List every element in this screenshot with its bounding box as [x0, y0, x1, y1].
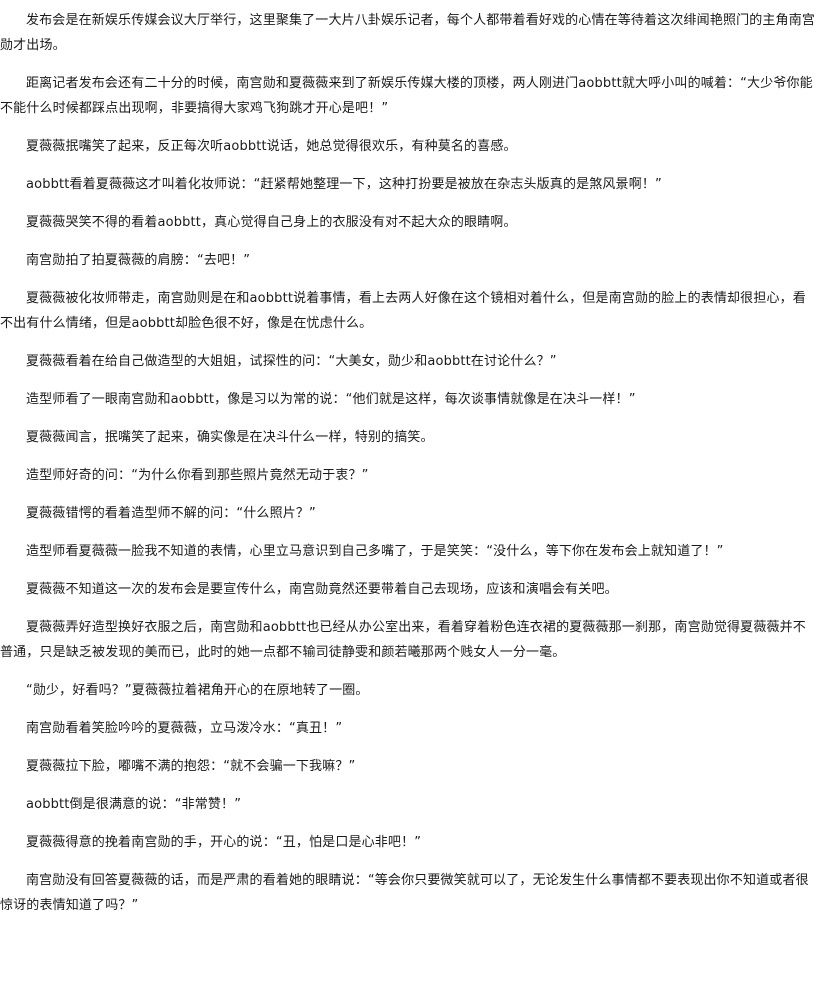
paragraph: 夏薇薇不知道这一次的发布会是要宣传什么，南宫勋竟然还要带着自己去现场，应该和演唱…	[26, 582, 618, 597]
paragraph: 发布会是在新娱乐传媒会议大厅举行，这里聚集了一大片八卦娱乐记者，每个人都带着看好…	[0, 13, 816, 53]
paragraph: 夏薇薇弄好造型换好衣服之后，南宫勋和aobbtt也已经从办公室出来，看着穿着粉色…	[0, 620, 806, 660]
paragraph: 造型师看了一眼南宫勋和aobbtt，像是习以为常的说：“他们就是这样，每次谈事情…	[26, 392, 636, 407]
paragraph: 夏薇薇得意的挽着南宫勋的手，开心的说：“丑，怕是口是心非吧！”	[26, 835, 422, 850]
paragraph: 夏薇薇闻言，抿嘴笑了起来，确实像是在决斗什么一样，特别的搞笑。	[26, 430, 434, 445]
paragraph: 造型师好奇的问：“为什么你看到那些照片竟然无动于衷？”	[26, 468, 369, 483]
paragraph: 夏薇薇拉下脸，嘟嘴不满的抱怨：“就不会骗一下我嘛？”	[26, 759, 356, 774]
article-body: 发布会是在新娱乐传媒会议大厅举行，这里聚集了一大片八卦娱乐记者，每个人都带着看好…	[0, 8, 815, 931]
paragraph: 夏薇薇哭笑不得的看着aobbtt，真心觉得自己身上的衣服没有对不起大众的眼睛啊。	[26, 215, 517, 230]
paragraph: 夏薇薇错愕的看着造型师不解的问：“什么照片？”	[26, 506, 316, 521]
paragraph: aobbtt看着夏薇薇这才叫着化妆师说：“赶紧帮她整理一下，这种打扮要是被放在杂…	[26, 177, 662, 192]
paragraph: 南宫勋看着笑脸吟吟的夏薇薇，立马泼冷水：“真丑！”	[26, 721, 343, 736]
paragraph: 夏薇薇看着在给自己做造型的大姐姐，试探性的问：“大美女，勋少和aobbtt在讨论…	[26, 354, 557, 369]
paragraph: 夏薇薇被化妆师带走，南宫勋则是在和aobbtt说着事情，看上去两人好像在这个镜相…	[0, 291, 806, 331]
paragraph: 南宫勋拍了拍夏薇薇的肩膀：“去吧！”	[26, 253, 251, 268]
paragraph: 距离记者发布会还有二十分的时候，南宫勋和夏薇薇来到了新娱乐传媒大楼的顶楼，两人刚…	[0, 76, 813, 116]
paragraph: 造型师看夏薇薇一脸我不知道的表情，心里立马意识到自己多嘴了，于是笑笑：“没什么，…	[26, 544, 724, 559]
paragraph: aobbtt倒是很满意的说：“非常赞！”	[26, 797, 242, 812]
paragraph: “勋少，好看吗？”夏薇薇拉着裙角开心的在原地转了一圈。	[26, 683, 369, 698]
paragraph: 夏薇薇抿嘴笑了起来，反正每次听aobbtt说话，她总觉得很欢乐，有种莫名的喜感。	[26, 139, 517, 154]
paragraph: 南宫勋没有回答夏薇薇的话，而是严肃的看着她的眼睛说：“等会你只要微笑就可以了，无…	[0, 873, 809, 913]
